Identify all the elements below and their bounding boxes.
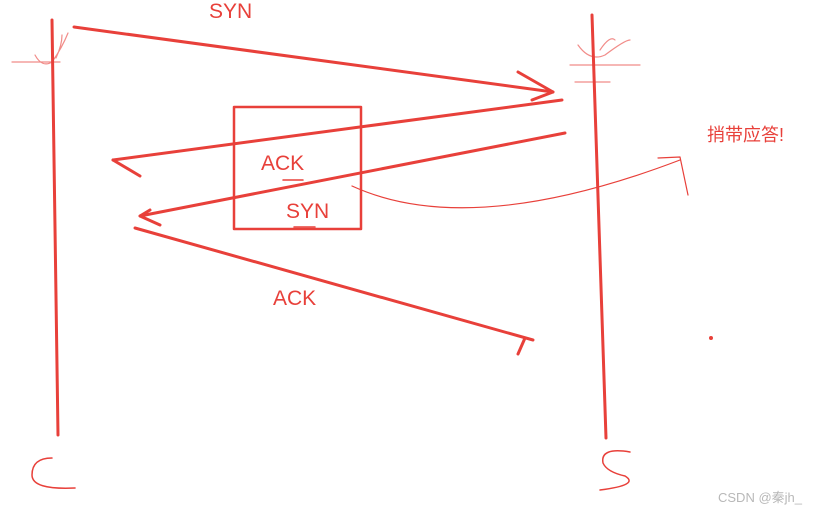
final-ack-label: ACK xyxy=(273,287,317,310)
ack-arrow xyxy=(111,98,564,162)
watermark: CSDN @秦jh_ xyxy=(718,490,802,505)
server-timeline xyxy=(590,13,608,440)
syn-box-label: SYN xyxy=(286,200,330,223)
final-ack-arrow xyxy=(133,226,535,342)
syn-ack-arrow xyxy=(138,131,567,218)
client-letter xyxy=(31,457,76,489)
ack-box-label: ACK xyxy=(261,152,305,175)
server-scribble xyxy=(569,38,641,83)
syn-arrow xyxy=(72,25,555,94)
piggyback-label: 捎带应答! xyxy=(707,125,785,145)
piggyback-curve-arrowhead xyxy=(657,156,689,196)
final-ack-arrowhead xyxy=(516,336,527,356)
client-timeline xyxy=(50,18,60,437)
highlight-box xyxy=(232,105,363,231)
ack-arrowhead xyxy=(111,158,142,178)
syn-arrowhead xyxy=(516,70,555,102)
server-letter xyxy=(599,450,631,491)
syn-ack-arrowhead xyxy=(138,208,162,227)
syn-label: SYN xyxy=(209,0,253,23)
piggyback-curve xyxy=(351,159,681,209)
client-scribble xyxy=(11,32,69,65)
stray-dot xyxy=(709,336,713,340)
